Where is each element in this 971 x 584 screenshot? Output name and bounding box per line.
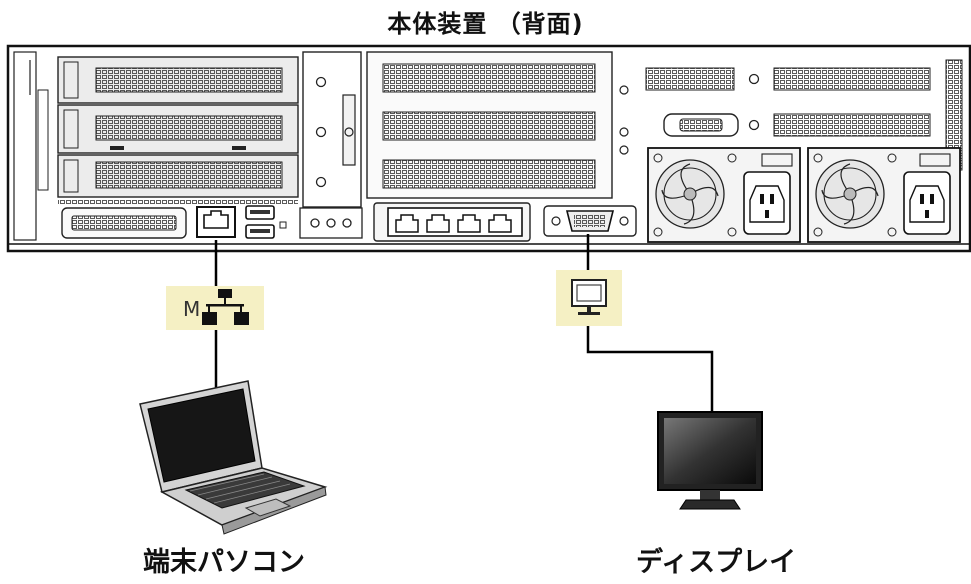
management-port-badge: M bbox=[166, 286, 264, 330]
management-port-letter: M bbox=[183, 297, 200, 321]
lan-port-group[interactable] bbox=[373, 202, 531, 242]
display-cable bbox=[586, 234, 714, 412]
display-port-badge bbox=[556, 270, 622, 326]
pci-slot-1 bbox=[57, 56, 299, 104]
pci-slot-2 bbox=[57, 104, 299, 154]
diagram-title: 本体装置 （背面) bbox=[387, 10, 584, 38]
center-vent-panel bbox=[366, 51, 629, 199]
monitor-icon bbox=[571, 279, 607, 315]
center-bracket bbox=[299, 51, 363, 239]
rear-io-left bbox=[61, 207, 187, 239]
usb-ports[interactable] bbox=[245, 205, 287, 239]
power-supply-1 bbox=[647, 147, 801, 243]
network-icon bbox=[202, 289, 249, 325]
power-supply-2 bbox=[807, 147, 961, 243]
terminal-pc-label: 端末パソコン bbox=[143, 547, 305, 578]
monitor-device-icon bbox=[657, 411, 763, 510]
right-upper-panel bbox=[645, 59, 963, 171]
laptop-icon bbox=[139, 380, 328, 535]
pci-slot-3 bbox=[57, 154, 299, 198]
display-label: ディスプレイ bbox=[636, 547, 797, 578]
vga-display-port[interactable] bbox=[543, 205, 637, 237]
management-lan-port[interactable] bbox=[196, 206, 236, 238]
